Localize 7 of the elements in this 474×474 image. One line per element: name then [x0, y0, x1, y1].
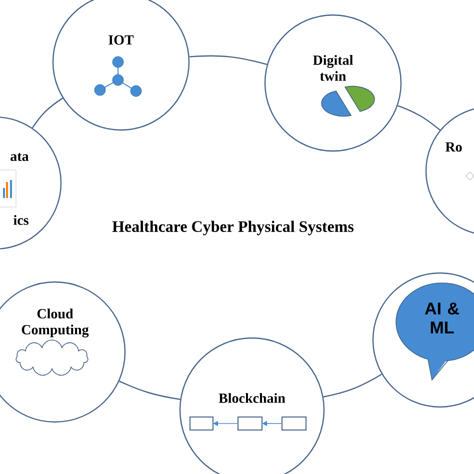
connector-line: [119, 380, 180, 400]
title: Healthcare Cyber Physical Systems: [112, 220, 354, 236]
connector-line: [189, 55, 268, 66]
connector-line: [398, 105, 440, 131]
connector-line: [32, 98, 64, 128]
connector-line: [323, 374, 382, 398]
speech-bubble: AI & ML: [396, 282, 474, 381]
